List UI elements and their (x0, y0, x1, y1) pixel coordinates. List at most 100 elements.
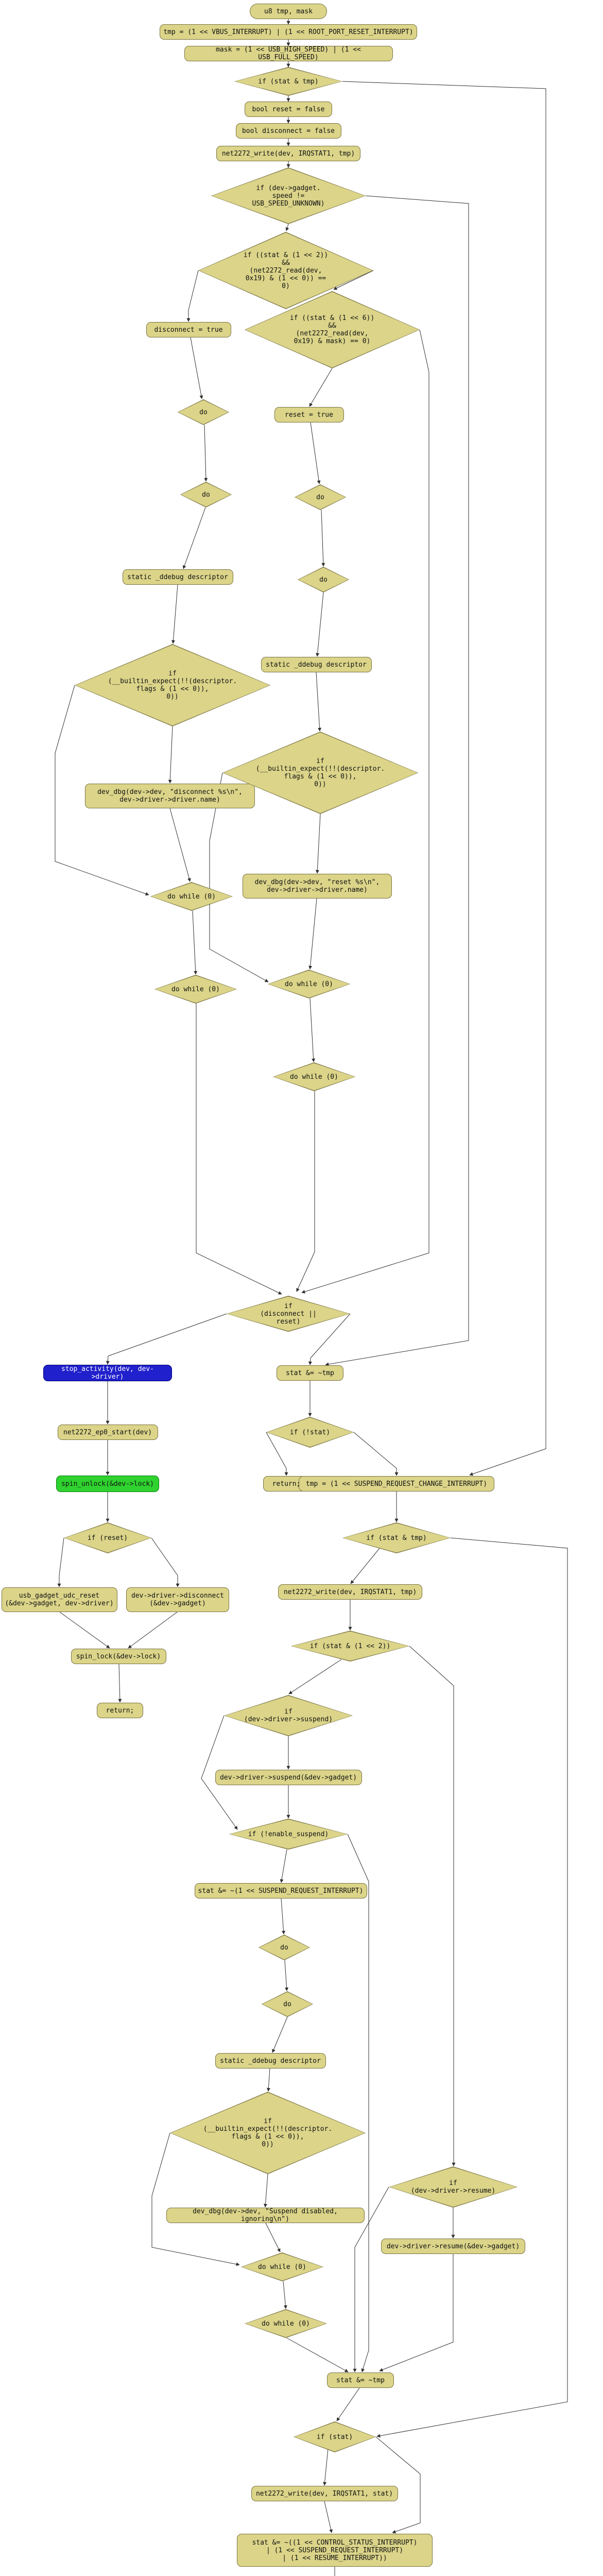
node-clear-tmp-1[interactable]: stat &= ~tmp (277, 1365, 343, 1381)
node-if-driver-suspend[interactable]: if (dev->driver->suspend) (224, 1695, 353, 1736)
node-if-stat[interactable]: if (stat) (294, 2421, 376, 2452)
node-label-if-stat: if (stat) (316, 2433, 353, 2441)
node-label-devdbg-suspend-disabled: dev_dbg(dev->dev, "Suspend disabled, ign… (193, 2208, 338, 2223)
node-set-reset[interactable]: reset = true (274, 407, 344, 422)
edge-if-not-enable-suspend--clear-suspend-bit (280, 1849, 287, 1883)
node-do-4[interactable]: do (298, 567, 349, 592)
node-label-ep0-start: net2272_ep0_start(dev) (63, 1428, 152, 1436)
edge-driver-disconnect--spin-lock (128, 1612, 178, 1649)
node-label-if-disconnect-or-reset: if (disconnect || reset) (260, 1302, 317, 1326)
node-if-not-stat-1[interactable]: if (!stat) (266, 1417, 354, 1448)
node-devdbg-reset[interactable]: dev_dbg(dev->dev, "reset %s\n", dev->dri… (243, 874, 392, 899)
node-driver-disconnect[interactable]: dev->driver->disconnect (&dev->gadget) (126, 1587, 229, 1612)
node-if-builtin-3[interactable]: if (__builtin_expect(!!(descriptor. flag… (170, 2092, 366, 2174)
node-label-spin-lock: spin_lock(&dev->lock) (76, 1652, 161, 1660)
node-if-stat-tmp[interactable]: if (stat & tmp) (234, 67, 342, 96)
edge-if-root-reset--if-disconnect-or-reset (301, 329, 429, 1294)
node-udc-reset[interactable]: usb_gadget_udc_reset (&dev->gadget, dev-… (1, 1587, 117, 1612)
node-if-speed-unknown[interactable]: if (dev->gadget. speed != USB_SPEED_UNKN… (211, 167, 366, 224)
node-label-ddebug-1: static _ddebug descriptor (127, 573, 228, 581)
edge-group (55, 19, 568, 2576)
node-label-entry: u8 tmp, mask (264, 7, 313, 15)
edge-dowhile-5--dowhile-6 (283, 2281, 287, 2309)
node-clear-ignored-bits[interactable]: stat &= ~((1 << CONTROL_STATUS_INTERRUPT… (237, 2534, 433, 2567)
edge-set-reset--do-3 (310, 422, 321, 484)
node-if-not-enable-suspend[interactable]: if (!enable_suspend) (229, 1819, 348, 1850)
node-label-clear-tmp-1: stat &= ~tmp (286, 1369, 334, 1377)
node-ddebug-2[interactable]: static _ddebug descriptor (261, 657, 372, 672)
node-label-ddebug-2: static _ddebug descriptor (266, 660, 367, 669)
edge-dowhile-6--clear-tmp-2 (286, 2337, 349, 2372)
node-dowhile-6[interactable]: do while (0) (245, 2309, 327, 2338)
node-dowhile-3[interactable]: do while (0) (268, 970, 350, 998)
node-do-2[interactable]: do (180, 482, 232, 507)
edge-if-suspend-request--if-driver-resume (409, 1646, 456, 2166)
node-do-5[interactable]: do (259, 1935, 310, 1960)
node-ddebug-3[interactable]: static _ddebug descriptor (215, 2053, 326, 2069)
node-if-disconnect-or-reset[interactable]: if (disconnect || reset) (227, 1296, 350, 1332)
node-label-if-stat-tmp: if (stat & tmp) (258, 77, 319, 86)
node-ep0-start[interactable]: net2272_ep0_start(dev) (57, 1425, 158, 1440)
node-call-resume[interactable]: dev->driver->resume(&dev->gadget) (381, 2239, 525, 2254)
edge-udc-reset--spin-lock (59, 1612, 110, 1649)
node-entry[interactable]: u8 tmp, mask (250, 4, 327, 19)
node-if-root-reset[interactable]: if ((stat & (1 << 6)) && (net2272_read(d… (245, 291, 420, 368)
node-if-builtin-2[interactable]: if (__builtin_expect(!!(descriptor. flag… (222, 732, 418, 814)
node-do-3[interactable]: do (295, 484, 346, 510)
node-decl-reset[interactable]: bool reset = false (245, 101, 332, 117)
node-call-suspend[interactable]: dev->driver->suspend(&dev->gadget) (215, 1770, 362, 1785)
node-spin-unlock[interactable]: spin_unlock(&dev->lock) (56, 1476, 159, 1492)
node-do-6[interactable]: do (262, 1991, 313, 2017)
edge-if-speed-unknown--clear-tmp-1 (325, 195, 469, 1366)
node-label-if-driver-suspend: if (dev->driver->suspend) (244, 1708, 333, 1723)
edge-devdbg-reset--dowhile-3 (308, 898, 317, 970)
node-label-return-2: return; (272, 1480, 301, 1488)
node-devdbg-suspend-disabled[interactable]: dev_dbg(dev->dev, "Suspend disabled, ign… (166, 2208, 365, 2223)
node-label-dowhile-4: do while (0) (290, 1073, 338, 1081)
node-dowhile-1[interactable]: do while (0) (150, 882, 233, 911)
node-if-vbus-drop[interactable]: if ((stat & (1 << 2)) && (net2272_read(d… (198, 232, 373, 309)
node-label-decl-reset: bool reset = false (252, 105, 325, 113)
node-write-irqstat1-stat[interactable]: net2272_write(dev, IRQSTAT1, stat) (251, 2486, 398, 2501)
node-if-suspend-request[interactable]: if (stat & (1 << 2)) (291, 1631, 409, 1662)
node-label-if-root-reset: if ((stat & (1 << 6)) && (net2272_read(d… (289, 314, 375, 345)
edge-dowhile-2--if-disconnect-or-reset (196, 1004, 282, 1295)
node-assign-mask[interactable]: mask = (1 << USB_HIGH_SPEED) | (1 << USB… (184, 46, 393, 61)
node-label-dowhile-5: do while (0) (258, 2263, 306, 2271)
edge-ddebug-2--if-builtin-2 (316, 672, 322, 732)
node-stop-activity[interactable]: stop_activity(dev, dev->driver) (43, 1365, 172, 1381)
node-label-dowhile-1: do while (0) (167, 892, 216, 901)
node-label-devdbg-reset: dev_dbg(dev->dev, "reset %s\n", dev->dri… (254, 878, 380, 894)
node-dowhile-2[interactable]: do while (0) (154, 975, 237, 1004)
node-set-disconnect[interactable]: disconnect = true (146, 322, 231, 337)
edge-do-3--do-4 (321, 510, 325, 567)
edge-ddebug-3--if-builtin-3 (266, 2068, 270, 2092)
node-dowhile-5[interactable]: do while (0) (241, 2252, 323, 2281)
node-devdbg-disconnect[interactable]: dev_dbg(dev->dev, "disconnect %s\n", dev… (85, 784, 255, 808)
node-label-write-irqstat1-stat: net2272_write(dev, IRQSTAT1, stat) (255, 2489, 393, 2498)
node-if-reset[interactable]: if (reset) (64, 1522, 151, 1553)
edge-do-2--ddebug-1 (182, 507, 206, 569)
edge-do-6--ddebug-3 (272, 2016, 288, 2053)
node-decl-disconnect[interactable]: bool disconnect = false (235, 123, 341, 139)
node-write-irqstat1-tmp-2[interactable]: net2272_write(dev, IRQSTAT1, tmp) (278, 1584, 422, 1600)
node-if-builtin-1[interactable]: if (__builtin_expect(!!(descriptor. flag… (75, 644, 270, 726)
edge-ddebug-1--if-builtin-1 (171, 584, 178, 644)
node-spin-lock[interactable]: spin_lock(&dev->lock) (71, 1649, 166, 1664)
node-write-irqstat1-tmp[interactable]: net2272_write(dev, IRQSTAT1, tmp) (216, 146, 360, 161)
node-ddebug-1[interactable]: static _ddebug descriptor (122, 569, 233, 585)
node-clear-tmp-2[interactable]: stat &= ~tmp (327, 2372, 394, 2388)
edge-call-resume--clear-tmp-2 (379, 2254, 454, 2371)
node-if-driver-resume[interactable]: if (dev->driver->resume) (389, 2166, 518, 2208)
node-if-stat-tmp-2[interactable]: if (stat & tmp) (342, 1522, 451, 1553)
node-return-1[interactable]: return; (97, 1703, 143, 1718)
node-clear-suspend-bit[interactable]: stat &= ~(1 << SUSPEND_REQUEST_INTERRUPT… (194, 1883, 367, 1899)
node-do-1[interactable]: do (178, 399, 229, 425)
node-label-do-4: do (319, 575, 328, 584)
node-label-if-suspend-request: if (stat & (1 << 2)) (309, 1642, 391, 1650)
node-assign-tmp-suspend[interactable]: tmp = (1 << SUSPEND_REQUEST_CHANGE_INTER… (299, 1476, 494, 1492)
node-dowhile-4[interactable]: do while (0) (273, 1062, 355, 1091)
edge-if-not-enable-suspend--clear-tmp-2 (347, 1834, 369, 2372)
edge-if-speed-unknown--if-vbus-drop (285, 224, 289, 231)
node-assign-tmp[interactable]: tmp = (1 << VBUS_INTERRUPT) | (1 << ROOT… (160, 24, 417, 40)
